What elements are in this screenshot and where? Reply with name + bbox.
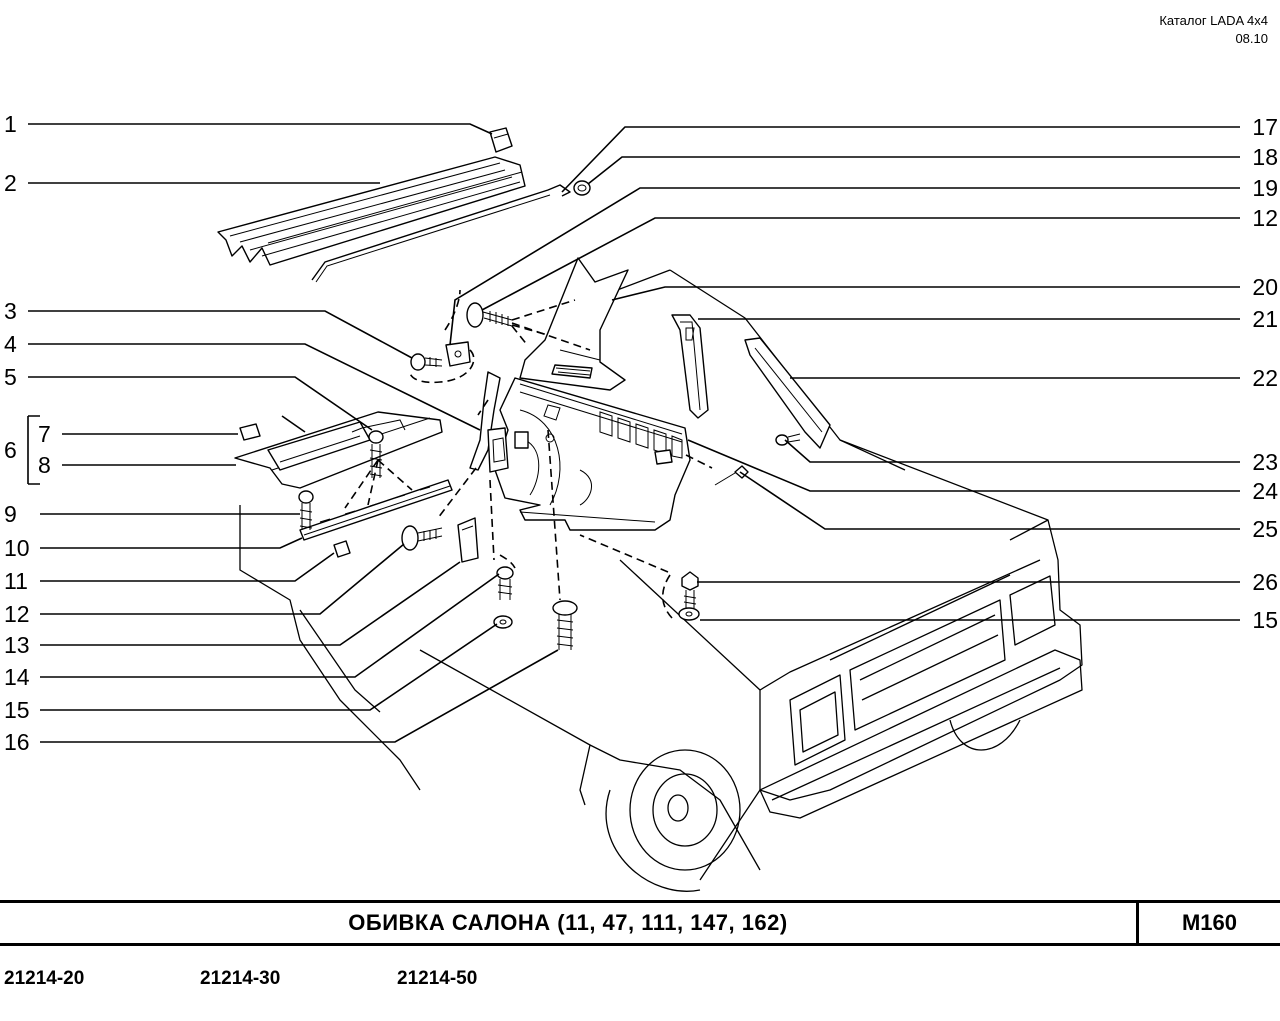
callout-5: 5: [4, 364, 17, 390]
part-24-pin: [714, 465, 749, 486]
part-26-bolt: [681, 571, 699, 608]
callouts-right: 17 18 19 12 20 21 22 23 24 25 26 15: [1252, 114, 1278, 633]
callout-12-right: 12: [1252, 205, 1278, 231]
part-8-shelf-panel: [234, 411, 443, 489]
callout-4: 4: [4, 331, 17, 357]
callout-19: 19: [1252, 175, 1278, 201]
part-12-screw-lower: [401, 525, 443, 551]
callout-1: 1: [4, 111, 17, 137]
callout-9: 9: [4, 501, 17, 527]
part-25-side-trim: [494, 377, 691, 531]
part-17-rod: [311, 184, 571, 283]
callout-24: 24: [1252, 478, 1278, 504]
callouts-left: 1 2 3 4 5 6 7 8 9 10 11 12 13 14 15 16: [4, 111, 51, 755]
part-15-washer-lower: [493, 615, 513, 629]
callout-3: 3: [4, 298, 17, 324]
callout-23: 23: [1252, 449, 1278, 475]
callout-6: 6: [4, 437, 17, 463]
catalog-name: Каталог LADA 4x4: [1159, 13, 1268, 28]
callout-20: 20: [1252, 274, 1278, 300]
part-13-trim-panel: [457, 517, 479, 563]
callout-14: 14: [4, 664, 30, 690]
part-7-plug: [239, 423, 261, 441]
callout-26: 26: [1252, 569, 1278, 595]
assembly-dashed-lines: [344, 289, 713, 619]
callout-11: 11: [4, 568, 28, 594]
part-15-washer-right: [678, 607, 700, 621]
part-10-sill-strip: [299, 479, 453, 541]
part-22-pillar-trim: [744, 337, 831, 449]
part-23-screw: [775, 433, 801, 446]
model-code: 21214-20: [4, 968, 85, 989]
catalog-header: Каталог LADA 4x4 08.10: [1159, 12, 1268, 48]
callout-25: 25: [1252, 516, 1278, 542]
callout-10: 10: [4, 535, 30, 561]
callout-2: 2: [4, 170, 17, 196]
page-code: M160: [1136, 903, 1280, 943]
exploded-parts-diagram: 1 2 3 4 5 6 7 8 9 10 11 12 13 14 15 16 1…: [4, 111, 1278, 892]
car-body-outline: [239, 269, 1083, 892]
part-14-bolt: [496, 566, 514, 600]
callout-15-right: 15: [1252, 607, 1278, 633]
part-2-seal-strips: [217, 156, 526, 266]
callout-17: 17: [1252, 114, 1278, 140]
callout-7: 7: [38, 421, 51, 447]
part-3-clip-nut: [410, 341, 471, 371]
callout-13: 13: [4, 632, 30, 658]
callout-21: 21: [1252, 306, 1278, 332]
page-title: ОБИВКА САЛОНА (11, 47, 111, 147, 162): [348, 910, 788, 935]
title-bar: ОБИВКА САЛОНА (11, 47, 111, 147, 162) M1…: [0, 900, 1280, 946]
part-9-screw: [298, 490, 314, 530]
callout-8: 8: [38, 452, 51, 478]
model-code: 21214-50: [397, 968, 478, 989]
part-16-screw: [552, 600, 578, 650]
part-1-clip: [489, 127, 513, 153]
model-code: 21214-30: [200, 968, 281, 989]
leader-lines: [27, 123, 1240, 743]
part-20-pillar-trim: [519, 257, 629, 391]
callout-12: 12: [4, 601, 30, 627]
part-21-pillar-trim: [671, 314, 709, 419]
callout-18: 18: [1252, 144, 1278, 170]
callout-22: 22: [1252, 365, 1278, 391]
part-12-screw-upper: [466, 302, 513, 328]
model-list: 21214-20 21214-30 21214-50: [0, 968, 1280, 998]
part-11-clip: [333, 540, 351, 558]
part-4-trim-strip: [469, 371, 529, 473]
part-18-grommet: [573, 180, 591, 196]
callout-15: 15: [4, 697, 30, 723]
callout-16: 16: [4, 729, 30, 755]
catalog-date: 08.10: [1235, 31, 1268, 46]
